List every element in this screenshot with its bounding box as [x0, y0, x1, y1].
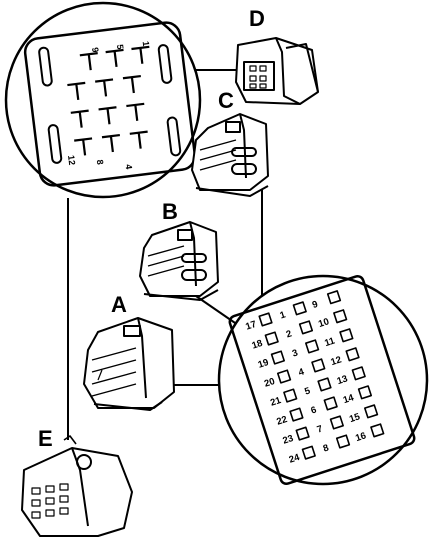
pin-label: 5 [303, 385, 312, 397]
pin-label: 21 [269, 395, 283, 409]
connector-e [21, 435, 133, 537]
pin-label: 12 [329, 354, 342, 368]
pin-label: 9 [311, 299, 319, 311]
pin-label: 9 [90, 47, 101, 53]
pin-label: 16 [354, 430, 367, 444]
pin-label: 8 [322, 443, 330, 455]
connector-label-d: D [249, 6, 265, 31]
pin-label: 2 [285, 328, 293, 340]
pin-label: 1 [141, 41, 152, 47]
pin-label: 13 [336, 373, 349, 387]
connector-label-b: B [162, 199, 178, 224]
detail-circle-top: 9 5 1 12 8 4 [4, 1, 202, 199]
pin-label: 5 [115, 44, 126, 50]
pin-label: 3 [291, 347, 299, 359]
pin-label: 20 [263, 376, 276, 390]
connector-c [191, 113, 269, 197]
pin-label: 24 [288, 452, 302, 466]
pin-label: 6 [309, 405, 317, 417]
pin-label: 12 [66, 155, 77, 166]
connector-d [235, 37, 319, 105]
pin-label: 22 [275, 414, 288, 428]
pin-label: 15 [348, 411, 362, 425]
connector-b [139, 221, 219, 301]
pin-label: 4 [124, 164, 135, 170]
detail-circle-bottom: 17 18 19 20 21 22 23 24 1 2 3 4 5 6 7 8 … [217, 274, 429, 486]
pin-label: 10 [317, 316, 330, 330]
pin-label: 7 [316, 424, 324, 436]
pin-label: 18 [251, 338, 264, 352]
pin-label: 14 [342, 392, 356, 406]
pin-cavities [258, 290, 385, 460]
connector-label-e: E [38, 426, 53, 451]
pin-label: 1 [279, 309, 288, 321]
connector-a [83, 317, 175, 411]
pin-label: 8 [95, 159, 106, 165]
pin-label: 17 [244, 319, 257, 333]
pin-label: 19 [257, 357, 270, 371]
pin-label: 23 [281, 433, 294, 447]
pin-label: 4 [297, 366, 306, 378]
connector-label-a: A [111, 292, 127, 317]
pin-label: 11 [323, 335, 337, 349]
connector-label-c: C [218, 88, 234, 113]
terminal-grid [67, 45, 150, 156]
